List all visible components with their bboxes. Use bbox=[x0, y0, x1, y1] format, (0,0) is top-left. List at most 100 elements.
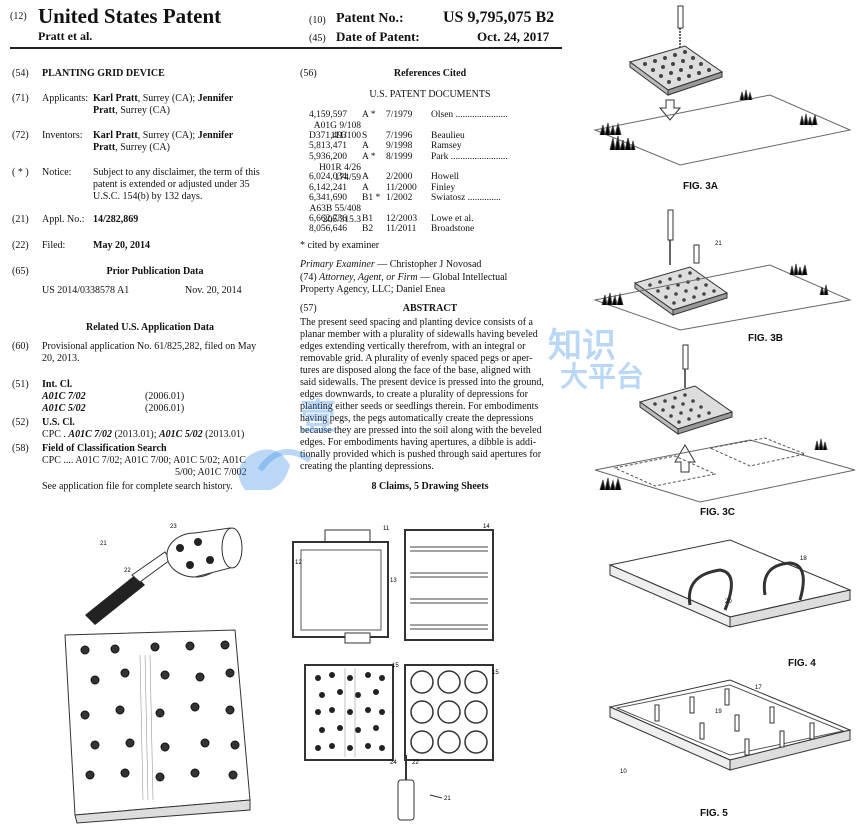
fig-3b-drawing: 21 bbox=[593, 209, 852, 331]
aperture-tray-drawing: 15 bbox=[404, 664, 499, 761]
inid-45: (45) bbox=[309, 33, 326, 44]
fig-4-label: FIG. 4 bbox=[788, 658, 816, 669]
inid-12: (12) bbox=[10, 11, 27, 22]
provisional-text: Provisional application No. 61/825,282, … bbox=[42, 341, 257, 364]
us-cl-label: U.S. Cl. bbox=[42, 417, 75, 428]
inid-60: (60) bbox=[12, 341, 29, 352]
svg-text:19: 19 bbox=[715, 709, 722, 715]
applicants-label: Applicants: bbox=[42, 93, 89, 104]
svg-text:14: 14 bbox=[483, 524, 490, 530]
watermark-text-1: 知识 bbox=[548, 326, 616, 366]
primary-examiner: Primary Examiner — Christopher J Novosad bbox=[300, 259, 482, 270]
applicants-line1: Karl Pratt, Surrey (CA); Jennifer bbox=[93, 93, 234, 104]
fig-3c-label: FIG. 3C bbox=[700, 507, 736, 518]
inid-72: (72) bbox=[12, 130, 29, 141]
prior-pub-date: Nov. 20, 2014 bbox=[185, 285, 242, 296]
abstract-heading: ABSTRACT bbox=[402, 303, 458, 314]
invention-title: PLANTING GRID DEVICE bbox=[42, 68, 165, 79]
int-cl-2: A01C 5/02 bbox=[42, 403, 86, 414]
date-label: Date of Patent: bbox=[336, 29, 420, 44]
fig-3b-label: FIG. 3B bbox=[748, 333, 784, 344]
patent-no-label: Patent No.: bbox=[336, 11, 404, 26]
abstract-line: creating the planting depressions. bbox=[300, 461, 434, 472]
us-cl-cpc: CPC . A01C 7/02 (2013.01); A01C 5/02 (20… bbox=[42, 429, 245, 440]
patent-number: US 9,795,075 B2 bbox=[443, 9, 555, 26]
references-heading: References Cited bbox=[393, 68, 467, 79]
inid-58: (58) bbox=[12, 443, 29, 454]
inventors-line2: Pratt, Surrey (CA) bbox=[93, 142, 170, 153]
applicants-line2: Pratt, Surrey (CA) bbox=[93, 105, 170, 116]
inventor-short: Pratt et al. bbox=[38, 29, 93, 43]
inventors-line1: Karl Pratt, Surrey (CA); Jennifer bbox=[93, 130, 234, 141]
fig-4-drawing: 20 18 bbox=[608, 539, 852, 628]
field-search-l3: See application file for complete search… bbox=[42, 481, 233, 492]
peg-grid-board-drawing bbox=[64, 629, 251, 824]
related-heading: Related U.S. Application Data bbox=[85, 322, 215, 333]
attorney-line1: (74) Attorney, Agent, or Firm — Global I… bbox=[300, 272, 508, 283]
abstract-line: removable grid. A plurality of evenly sp… bbox=[300, 353, 533, 364]
appl-no-label: Appl. No.: bbox=[42, 214, 85, 225]
peg-tray-drawing: 15 bbox=[304, 663, 399, 761]
abstract-line: planting either seeds or seedlings there… bbox=[300, 401, 539, 412]
int-cl-label: Int. Cl. bbox=[42, 379, 73, 390]
patent-title: United States Patent bbox=[38, 4, 222, 28]
notice-label: Notice: bbox=[42, 167, 72, 178]
svg-text:17: 17 bbox=[755, 685, 762, 691]
svg-text:10: 10 bbox=[620, 769, 627, 775]
svg-text:22: 22 bbox=[412, 760, 419, 766]
field-search-label: Field of Classification Search bbox=[42, 443, 167, 454]
fig-3c-drawing bbox=[594, 344, 856, 503]
prior-pub-number: US 2014/0338578 A1 bbox=[42, 285, 130, 296]
abstract-line: planar member with a plurality of sidewa… bbox=[300, 329, 538, 340]
field-search-l2: 5/00; A01C 7/002 bbox=[175, 467, 247, 478]
abstract-line: because they are pressed into the soil a… bbox=[300, 425, 542, 436]
svg-text:15: 15 bbox=[392, 663, 399, 669]
svg-text:24: 24 bbox=[390, 760, 397, 766]
svg-text:23: 23 bbox=[170, 524, 177, 530]
fig-5-drawing: 17 19 10 bbox=[608, 679, 852, 775]
inid-56: (56) bbox=[300, 68, 317, 79]
svg-text:13: 13 bbox=[390, 578, 397, 584]
reference-row: 206/315.3 bbox=[322, 214, 361, 225]
attorney-line2: Property Agency, LLC; Daniel Enea bbox=[300, 284, 446, 295]
svg-text:18: 18 bbox=[800, 556, 807, 562]
header-rule bbox=[10, 47, 562, 49]
abstract-line: tionally provided which is pushed throug… bbox=[300, 449, 542, 460]
filed-label: Filed: bbox=[42, 240, 66, 251]
abstract-line: edges. For embodiments having apertures,… bbox=[300, 437, 537, 448]
fig-5-label: FIG. 5 bbox=[700, 808, 728, 819]
abstract-line: said sidewalls. The present device is pr… bbox=[300, 377, 544, 388]
ribbed-tray-drawing: 14 bbox=[404, 524, 494, 641]
inid-22: (22) bbox=[12, 240, 29, 251]
abstract-line: tures are disposed along the face of the… bbox=[300, 365, 531, 376]
field-search-l1: CPC .... A01C 7/02; A01C 7/00; A01C 5/02… bbox=[42, 455, 246, 466]
abstract-body: The present seed spacing and planting de… bbox=[300, 317, 562, 473]
notice-text: Subject to any disclaimer, the term of t… bbox=[93, 167, 260, 202]
watermark-text-3: 壹 bbox=[300, 397, 337, 438]
int-cl-2-date: (2006.01) bbox=[145, 403, 185, 414]
svg-text:21: 21 bbox=[444, 796, 451, 802]
svg-text:20: 20 bbox=[725, 599, 732, 605]
dibble-small-drawing: 21 24 22 bbox=[390, 755, 451, 821]
inid-71: (71) bbox=[12, 93, 29, 104]
inid-57: (57) bbox=[300, 303, 317, 314]
reference-row: 174/59 bbox=[334, 173, 361, 183]
date-of-patent: Oct. 24, 2017 bbox=[477, 29, 550, 44]
svg-text:22: 22 bbox=[124, 568, 131, 574]
watermark-text-2: 大平台 bbox=[560, 360, 645, 393]
inid-21: (21) bbox=[12, 214, 29, 225]
svg-text:21: 21 bbox=[100, 541, 107, 547]
inid-65: (65) bbox=[12, 266, 29, 277]
abstract-line: edges extending vertically therefrom, wi… bbox=[300, 341, 526, 352]
inid-54: (54) bbox=[12, 68, 29, 79]
abstract-line: The present seed spacing and planting de… bbox=[300, 317, 533, 328]
